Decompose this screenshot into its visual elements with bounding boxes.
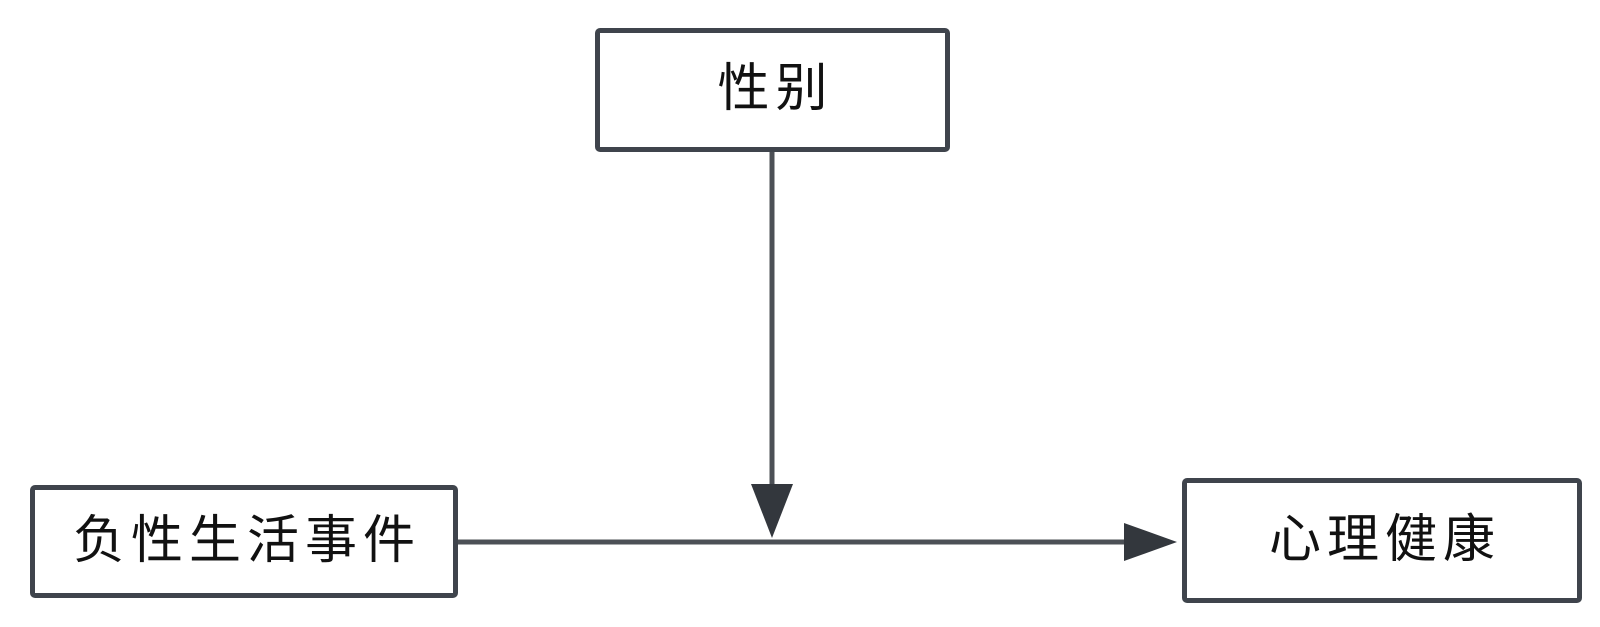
node-negative-life-events: 负性生活事件 <box>30 485 458 598</box>
node-mental-health-label: 心理健康 <box>1268 511 1501 569</box>
arrowhead-right-icon <box>1124 523 1177 561</box>
arrowhead-down-icon <box>751 484 793 538</box>
node-gender-label: 性别 <box>717 61 834 118</box>
node-mental-health: 心理健康 <box>1182 478 1582 603</box>
node-negative-life-events-label: 负性生活事件 <box>72 512 421 570</box>
node-gender: 性别 <box>595 28 950 152</box>
